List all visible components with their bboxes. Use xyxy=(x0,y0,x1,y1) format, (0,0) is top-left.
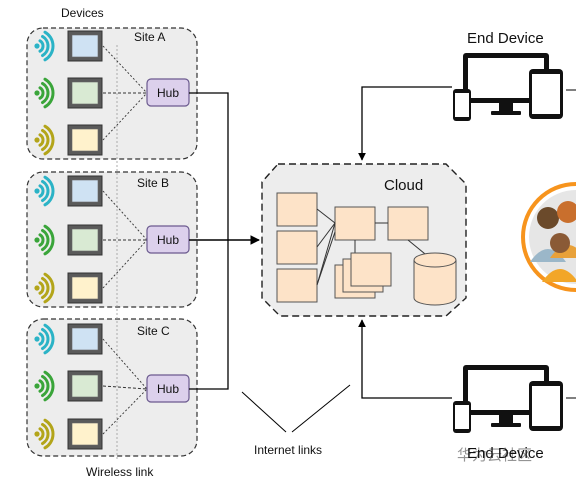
bottom-end-device-link xyxy=(358,319,452,399)
stacked-documents-icon xyxy=(334,252,392,299)
tablet-icon xyxy=(529,381,563,431)
wifi-signal-icon xyxy=(34,224,55,256)
wifi-signal-icon xyxy=(34,175,55,207)
hub-b[interactable]: Hub xyxy=(146,225,190,254)
device-square-icon[interactable] xyxy=(67,323,103,355)
devices-label: Devices xyxy=(61,6,104,20)
device-square-icon[interactable] xyxy=(67,30,103,62)
wifi-signal-icon xyxy=(34,124,55,156)
hub-b-label: Hub xyxy=(157,233,179,247)
cloud-block-output xyxy=(387,206,429,241)
top-end-device-link xyxy=(358,86,452,161)
device-square-icon[interactable] xyxy=(67,272,103,304)
cloud-group: Cloud xyxy=(261,163,467,317)
cloud-block-2 xyxy=(276,230,318,265)
wifi-signal-icon xyxy=(34,323,55,355)
device-hub-link xyxy=(102,45,148,94)
smartphone-icon xyxy=(453,89,471,121)
hub-c-link xyxy=(189,240,229,390)
people-group-icon xyxy=(521,182,576,292)
hub-a-label: Hub xyxy=(157,86,179,100)
cloud-block-process xyxy=(334,206,376,241)
wifi-signal-icon xyxy=(34,370,55,402)
device-square-icon[interactable] xyxy=(67,124,103,156)
end-device-bottom[interactable] xyxy=(453,365,563,433)
cloud-block-1 xyxy=(276,192,318,227)
hub-c[interactable]: Hub xyxy=(146,374,190,403)
database-icon xyxy=(413,252,457,306)
device-rows xyxy=(34,30,148,450)
hub-cloud-links xyxy=(189,92,260,390)
end-device-bottom-label: End Device xyxy=(467,445,544,462)
cloud-block-3 xyxy=(276,268,318,303)
watermark: 华为云社区 xyxy=(457,447,532,464)
device-square-icon[interactable] xyxy=(67,418,103,450)
device-square-icon[interactable] xyxy=(67,175,103,207)
internet-links-pointers xyxy=(241,384,351,433)
wifi-signal-icon xyxy=(34,30,55,62)
tablet-icon xyxy=(529,69,563,119)
device-square-icon[interactable] xyxy=(67,370,103,402)
wifi-signal-icon xyxy=(34,272,55,304)
wifi-signal-icon xyxy=(34,418,55,450)
site-c-label: Site C xyxy=(137,324,170,338)
device-hub-link xyxy=(102,388,148,435)
device-square-icon[interactable] xyxy=(67,77,103,109)
hub-a[interactable]: Hub xyxy=(146,78,190,107)
device-hub-link xyxy=(102,239,148,289)
device-square-icon[interactable] xyxy=(67,224,103,256)
internet-links-label: Internet links xyxy=(254,443,322,457)
wifi-signal-icon xyxy=(34,77,55,109)
device-hub-link xyxy=(102,385,148,390)
wireless-link-label: Wireless link xyxy=(86,465,154,479)
monitor-icon xyxy=(463,365,549,427)
smartphone-icon xyxy=(453,401,471,433)
hub-a-link xyxy=(189,92,229,240)
device-hub-link xyxy=(102,338,148,390)
site-b-label: Site B xyxy=(137,176,169,190)
end-device-top-label: End Device xyxy=(467,30,544,47)
end-device-top[interactable] xyxy=(453,53,563,121)
cloud-label: Cloud xyxy=(384,177,423,194)
end-device-links xyxy=(358,86,452,399)
device-hub-link xyxy=(102,190,148,241)
site-a-label: Site A xyxy=(134,30,165,44)
hub-c-label: Hub xyxy=(157,382,179,396)
device-hub-link xyxy=(102,92,148,141)
